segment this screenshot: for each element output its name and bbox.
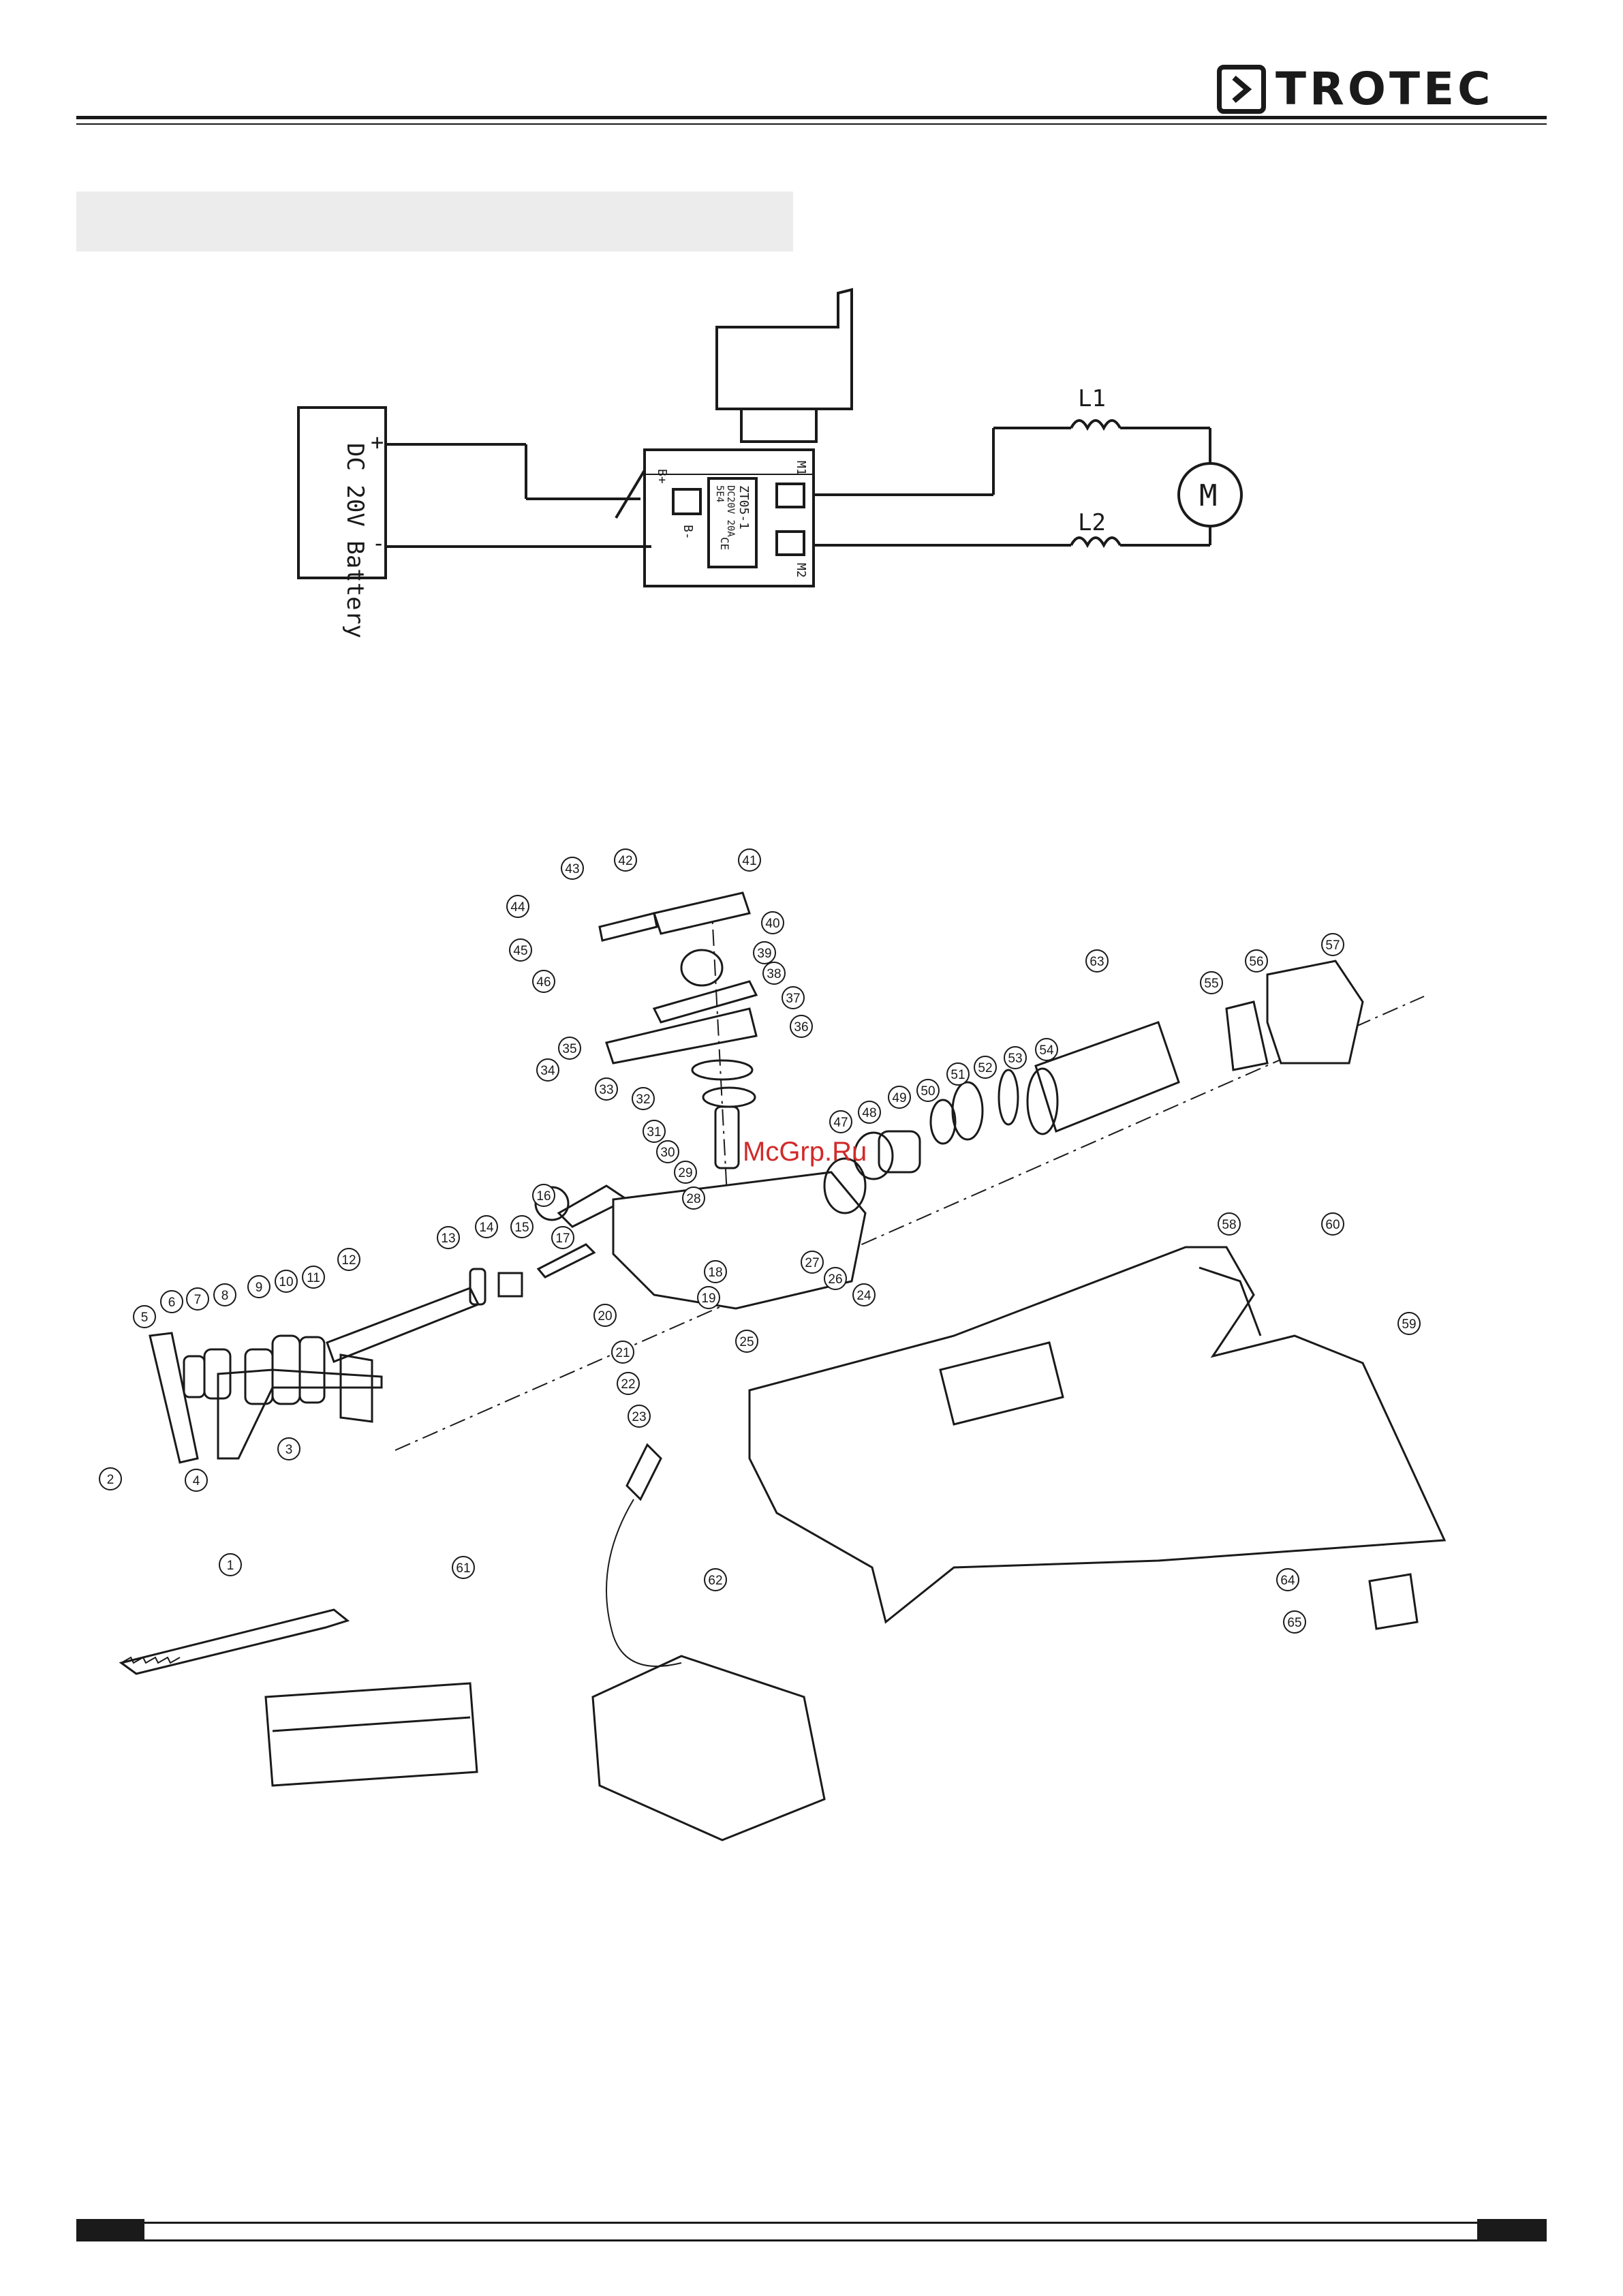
callout-25: 25 — [739, 1335, 754, 1349]
callout-47: 47 — [833, 1116, 848, 1130]
inductor-l2 — [1071, 538, 1120, 545]
footer-page-block-right — [1477, 2219, 1547, 2241]
callout-3: 3 — [285, 1443, 293, 1457]
callout-41: 41 — [742, 854, 756, 868]
battery-minus: - — [372, 530, 385, 556]
callout-28: 28 — [686, 1192, 700, 1206]
small-switch-part — [1370, 1574, 1417, 1629]
plunger-shaft — [327, 1288, 478, 1362]
callout-15: 15 — [514, 1221, 529, 1235]
callout-30: 30 — [660, 1146, 675, 1160]
callout-61: 61 — [456, 1561, 470, 1576]
callout-48: 48 — [862, 1106, 876, 1120]
callout-24: 24 — [856, 1289, 871, 1303]
callout-16: 16 — [536, 1189, 551, 1204]
callout-33: 33 — [599, 1083, 613, 1097]
inductor-l1 — [1071, 420, 1120, 428]
callout-56: 56 — [1249, 955, 1263, 969]
footer-page-block-left — [76, 2219, 144, 2241]
callout-53: 53 — [1008, 1052, 1022, 1066]
callout-7: 7 — [194, 1293, 202, 1307]
switch-text-0: ZT05-1 — [737, 485, 751, 530]
callout-5: 5 — [141, 1311, 149, 1325]
battery-label: DC 20V Battery — [341, 443, 369, 639]
callout-31: 31 — [647, 1125, 661, 1139]
footer-rule-bottom — [76, 2239, 1547, 2241]
callout-38: 38 — [767, 967, 781, 981]
callout-44: 44 — [510, 900, 525, 915]
switch-m2: M2 — [794, 563, 808, 578]
callout-42: 42 — [618, 854, 632, 868]
callout-32: 32 — [636, 1092, 650, 1107]
inductor-l1-label: L1 — [1078, 385, 1106, 412]
callout-4: 4 — [193, 1474, 200, 1488]
callout-22: 22 — [621, 1377, 635, 1392]
callout-18: 18 — [708, 1266, 722, 1280]
callout-9: 9 — [256, 1281, 263, 1295]
callout-11: 11 — [307, 1271, 320, 1285]
callout-64: 64 — [1280, 1574, 1295, 1588]
callout-17: 17 — [555, 1231, 570, 1246]
trigger-switch — [616, 290, 852, 586]
callout-51: 51 — [950, 1068, 965, 1082]
callout-20: 20 — [598, 1309, 612, 1323]
callout-63: 63 — [1089, 955, 1104, 969]
watermark: McGrp.Ru — [743, 1137, 867, 1167]
callout-2: 2 — [107, 1473, 114, 1487]
callout-54: 54 — [1039, 1043, 1054, 1058]
callout-59: 59 — [1402, 1317, 1416, 1332]
rear-housing — [749, 1247, 1444, 1622]
callout-29: 29 — [678, 1166, 692, 1180]
callout-26: 26 — [828, 1272, 842, 1287]
callout-43: 43 — [565, 862, 579, 876]
callout-57: 57 — [1325, 938, 1340, 953]
switch-b-plus: B+ — [655, 469, 669, 484]
callout-49: 49 — [892, 1091, 906, 1105]
callout-52: 52 — [978, 1061, 992, 1075]
callout-19: 19 — [701, 1291, 715, 1306]
callout-36: 36 — [794, 1020, 808, 1035]
callout-34: 34 — [540, 1064, 555, 1078]
callout-37: 37 — [786, 992, 800, 1006]
callout-50: 50 — [921, 1084, 935, 1099]
motor-label: M — [1199, 478, 1218, 513]
charger — [593, 1656, 824, 1840]
callout-27: 27 — [805, 1256, 819, 1270]
callout-6: 6 — [168, 1296, 176, 1310]
callout-55: 55 — [1204, 977, 1218, 991]
saw-blade — [121, 1610, 347, 1674]
callout-46: 46 — [536, 975, 551, 990]
callout-62: 62 — [708, 1574, 722, 1588]
battery-plus: + — [371, 429, 384, 455]
switch-block — [1267, 961, 1363, 1063]
callout-12: 12 — [341, 1253, 356, 1268]
callout-35: 35 — [562, 1042, 576, 1056]
footer-rule — [76, 2222, 1547, 2224]
callout-45: 45 — [513, 944, 527, 958]
gear-housing — [613, 1172, 865, 1308]
callout-1: 1 — [227, 1559, 234, 1573]
battery-pack — [266, 1683, 477, 1786]
callout-23: 23 — [632, 1410, 646, 1424]
exploded-view — [121, 893, 1444, 1840]
switch-text-1: DC20V 20A — [725, 485, 736, 537]
callout-21: 21 — [615, 1346, 630, 1360]
callout-65: 65 — [1287, 1616, 1301, 1630]
callout-58: 58 — [1222, 1218, 1236, 1232]
upper-crank-assembly — [654, 893, 749, 934]
switch-b-minus: B- — [681, 525, 695, 540]
callout-10: 10 — [279, 1275, 293, 1289]
wiring-labels: DC 20V Battery + - L1 L2 M B+ B- M1 M2 Z… — [341, 385, 1218, 639]
switch-m1: M1 — [794, 461, 808, 476]
wiring-diagram — [298, 290, 1241, 586]
callout-60: 60 — [1325, 1218, 1340, 1232]
callout-14: 14 — [479, 1221, 494, 1235]
callout-39: 39 — [757, 947, 771, 961]
callout-13: 13 — [441, 1231, 455, 1246]
callout-40: 40 — [765, 917, 779, 931]
switch-text-3: CE — [718, 537, 731, 550]
switch-text-2: 5E4 — [714, 485, 725, 502]
callout-8: 8 — [221, 1289, 229, 1303]
inductor-l2-label: L2 — [1078, 509, 1106, 536]
